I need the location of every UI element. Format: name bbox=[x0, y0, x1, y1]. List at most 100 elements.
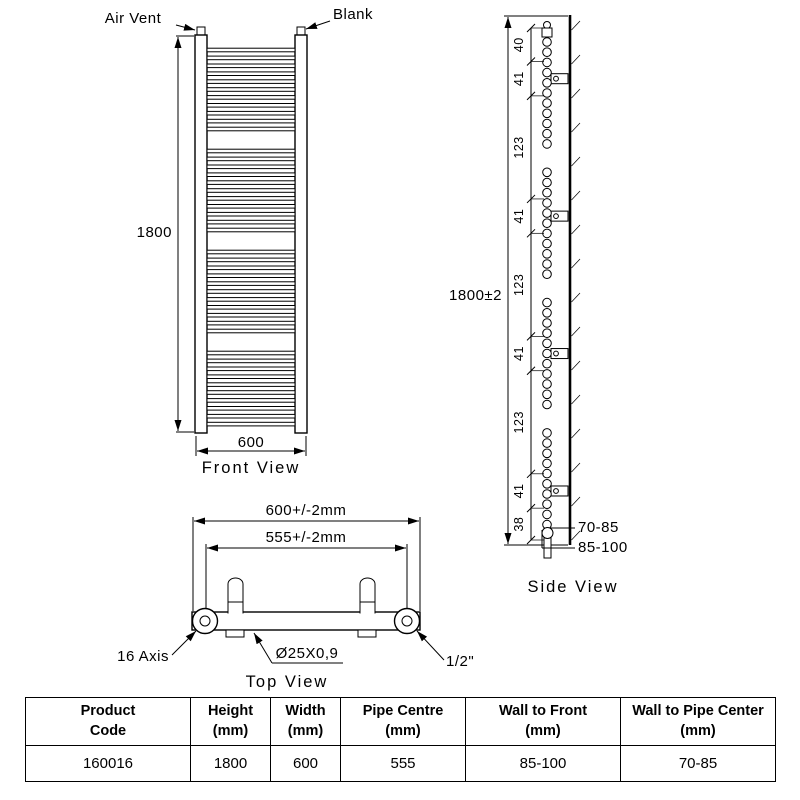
top-overall-width-dim: 600+/-2mm bbox=[266, 502, 347, 519]
tube-section bbox=[542, 269, 552, 280]
tube-section bbox=[542, 167, 552, 178]
tube-section bbox=[542, 208, 552, 218]
side-air-vent-body bbox=[541, 27, 553, 38]
bottom-valve bbox=[541, 527, 554, 539]
tube-section bbox=[542, 108, 552, 119]
towel-rung bbox=[206, 110, 296, 116]
side-segment-dim: 123 bbox=[512, 411, 526, 433]
side-segment-dim: 41 bbox=[512, 346, 526, 361]
front-width-dim: 600 bbox=[238, 434, 265, 451]
air-vent-leader-line bbox=[175, 23, 196, 31]
towel-rung bbox=[206, 398, 296, 403]
tube-section bbox=[542, 47, 552, 58]
bracket-bolt bbox=[553, 75, 559, 82]
wall-hatch-mark bbox=[571, 496, 581, 507]
tube-section bbox=[542, 379, 552, 389]
towel-rung bbox=[206, 265, 296, 271]
wall-bracket bbox=[550, 210, 569, 222]
towel-rung bbox=[206, 406, 296, 411]
spec-table-container: Product Code Height (mm) Width (mm) Pipe… bbox=[25, 697, 776, 782]
towel-rung bbox=[206, 87, 296, 92]
top-rail-bar bbox=[191, 611, 421, 631]
towel-rung bbox=[206, 390, 296, 395]
towel-rung bbox=[206, 95, 296, 100]
tube-section bbox=[542, 238, 552, 249]
left-foot bbox=[225, 629, 245, 638]
header-wall-to-pipe-center: Wall to Pipe Center (mm) bbox=[620, 697, 776, 746]
wall-hatch-mark bbox=[571, 462, 581, 473]
header-wall-to-front: Wall to Front (mm) bbox=[465, 697, 621, 746]
towel-rung bbox=[206, 281, 296, 286]
tube-section bbox=[542, 78, 552, 88]
front-height-dim: 1800 bbox=[137, 224, 172, 241]
tube-section bbox=[542, 389, 552, 400]
tube-section bbox=[542, 458, 552, 469]
towel-rung bbox=[206, 257, 296, 263]
tube-section bbox=[542, 198, 552, 208]
towel-rung bbox=[206, 196, 296, 201]
air-vent-label: Air Vent bbox=[105, 10, 162, 27]
spec-table-header-row: Product Code Height (mm) Width (mm) Pipe… bbox=[25, 697, 776, 746]
side-segment-dim: 38 bbox=[512, 517, 526, 532]
connection-leader-line bbox=[416, 630, 445, 661]
towel-rung bbox=[206, 421, 296, 427]
tube-section bbox=[542, 88, 552, 98]
tube-section bbox=[542, 249, 552, 259]
cell-wall-to-front: 85-100 bbox=[465, 745, 621, 782]
tube-section bbox=[542, 139, 552, 149]
side-segment-dim: 41 bbox=[512, 209, 526, 224]
tube-section bbox=[542, 509, 552, 520]
technical-drawing-canvas: Air Vent Blank 1800 600 Front View 1800±… bbox=[105, 6, 628, 691]
towel-rung bbox=[206, 71, 296, 77]
wall-hatch-mark bbox=[571, 122, 581, 133]
tube-section bbox=[542, 218, 552, 228]
tube-section bbox=[542, 328, 552, 339]
towel-rung bbox=[206, 126, 296, 132]
blank-label: Blank bbox=[333, 6, 373, 23]
side-segment-dim: 41 bbox=[512, 484, 526, 499]
towel-rung bbox=[206, 366, 296, 372]
tube-section bbox=[542, 308, 552, 318]
header-line2: (mm) bbox=[212, 722, 249, 739]
wall-bracket bbox=[550, 485, 569, 497]
tube-section bbox=[542, 448, 552, 459]
towel-rung bbox=[206, 118, 296, 124]
towel-rung bbox=[206, 211, 296, 217]
towel-rung bbox=[206, 172, 296, 177]
tube-section bbox=[542, 57, 552, 68]
wall-to-front-dim: 85-100 bbox=[578, 539, 628, 556]
towel-rung bbox=[206, 188, 296, 193]
header-width: Width (mm) bbox=[270, 697, 341, 746]
towel-rung bbox=[206, 413, 296, 419]
tube-section bbox=[542, 499, 552, 510]
header-line2: (mm) bbox=[287, 722, 324, 739]
header-height: Height (mm) bbox=[190, 697, 271, 746]
cell-product-code: 160016 bbox=[25, 745, 191, 782]
wall-hatching bbox=[571, 20, 581, 541]
wall-brackets bbox=[550, 73, 569, 497]
towel-rung bbox=[206, 312, 296, 318]
towel-rung bbox=[206, 320, 296, 326]
cell-width: 600 bbox=[270, 745, 341, 782]
towel-rung bbox=[206, 180, 296, 185]
wall-to-pipe-dim: 70-85 bbox=[578, 519, 619, 536]
towel-rung bbox=[206, 289, 296, 294]
bracket-bolt bbox=[553, 350, 559, 357]
top-view: 600+/-2mm 555+/-2mm 16 Axis Ø25X0,9 1/2"… bbox=[117, 502, 474, 691]
front-view: Air Vent Blank 1800 600 Front View bbox=[105, 6, 373, 477]
tube-section bbox=[542, 358, 552, 369]
right-rail bbox=[294, 34, 308, 434]
top-view-caption: Top View bbox=[246, 673, 329, 691]
tube-section bbox=[542, 67, 552, 78]
cell-wall-to-pipe-center: 70-85 bbox=[620, 745, 776, 782]
right-connection-hole bbox=[401, 615, 413, 627]
header-line1: Height bbox=[207, 702, 254, 719]
towel-rung bbox=[206, 350, 296, 356]
header-line1: Product bbox=[80, 702, 136, 719]
tube-section bbox=[542, 348, 552, 359]
tube-section bbox=[542, 399, 552, 410]
towel-rung bbox=[206, 103, 296, 108]
spec-table: Product Code Height (mm) Width (mm) Pipe… bbox=[25, 697, 776, 782]
